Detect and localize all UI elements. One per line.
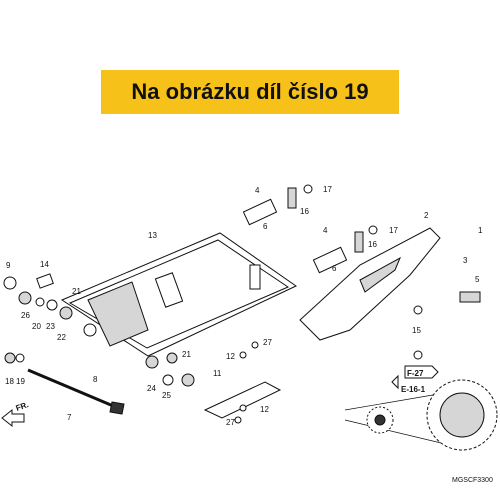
ref-f27: F-27: [407, 369, 424, 378]
label-part-4b: 4: [323, 226, 328, 235]
label-part-6b: 6: [332, 264, 337, 273]
small-bolts: [234, 291, 481, 424]
label-part-21b: 21: [182, 350, 191, 359]
label-part-13: 13: [148, 231, 157, 240]
chain-case: [299, 227, 441, 341]
swingarm: [60, 232, 297, 357]
label-part-23: 23: [46, 322, 55, 331]
label-part-16a: 16: [300, 207, 309, 216]
direction-label: FR.: [15, 400, 30, 413]
label-part-9: 9: [6, 261, 11, 270]
label-part-1: 1: [478, 226, 483, 235]
label-part-25: 25: [162, 391, 171, 400]
chain-adjusters: [242, 184, 378, 274]
label-part-12b: 12: [260, 405, 269, 414]
label-part-6a: 6: [263, 222, 268, 231]
label-part-21a: 21: [72, 287, 81, 296]
ref-e16-1: E-16-1: [401, 385, 426, 394]
label-part-20: 20: [32, 322, 41, 331]
label-part-16b: 16: [368, 240, 377, 249]
label-part-15a: 15: [412, 326, 421, 335]
label-part-7: 7: [67, 413, 72, 422]
label-part-17b: 17: [389, 226, 398, 235]
front-direction-arrow: FR.: [1, 400, 30, 428]
label-part-11: 11: [213, 369, 222, 378]
label-part-4a: 4: [255, 186, 260, 195]
label-part-24: 24: [147, 384, 156, 393]
reference-labels: F-27 E-16-1: [391, 365, 439, 394]
pivot-bearings: [3, 273, 195, 387]
pivot-bolt: [27, 368, 125, 415]
label-part-5: 5: [475, 275, 480, 284]
chain-slider: [203, 381, 282, 419]
label-part-27b: 27: [226, 418, 235, 427]
label-part-17a: 17: [323, 185, 332, 194]
label-part-18: 18: [5, 377, 14, 386]
banner-text: Na obrázku díl číslo 19: [131, 79, 369, 104]
label-part-12a: 12: [226, 352, 235, 361]
label-part-27a: 27: [263, 338, 272, 347]
label-part-14: 14: [40, 260, 49, 269]
label-part-8: 8: [93, 375, 98, 384]
label-part-2: 2: [424, 211, 429, 220]
label-part-22: 22: [57, 333, 66, 342]
label-part-3: 3: [463, 256, 468, 265]
diagram-code: MGSCF3300: [452, 477, 493, 484]
label-part-26: 26: [21, 311, 30, 320]
highlight-banner: Na obrázku díl číslo 19: [101, 70, 399, 114]
drive-chain: [344, 379, 498, 451]
label-part-19: 19: [16, 377, 25, 386]
